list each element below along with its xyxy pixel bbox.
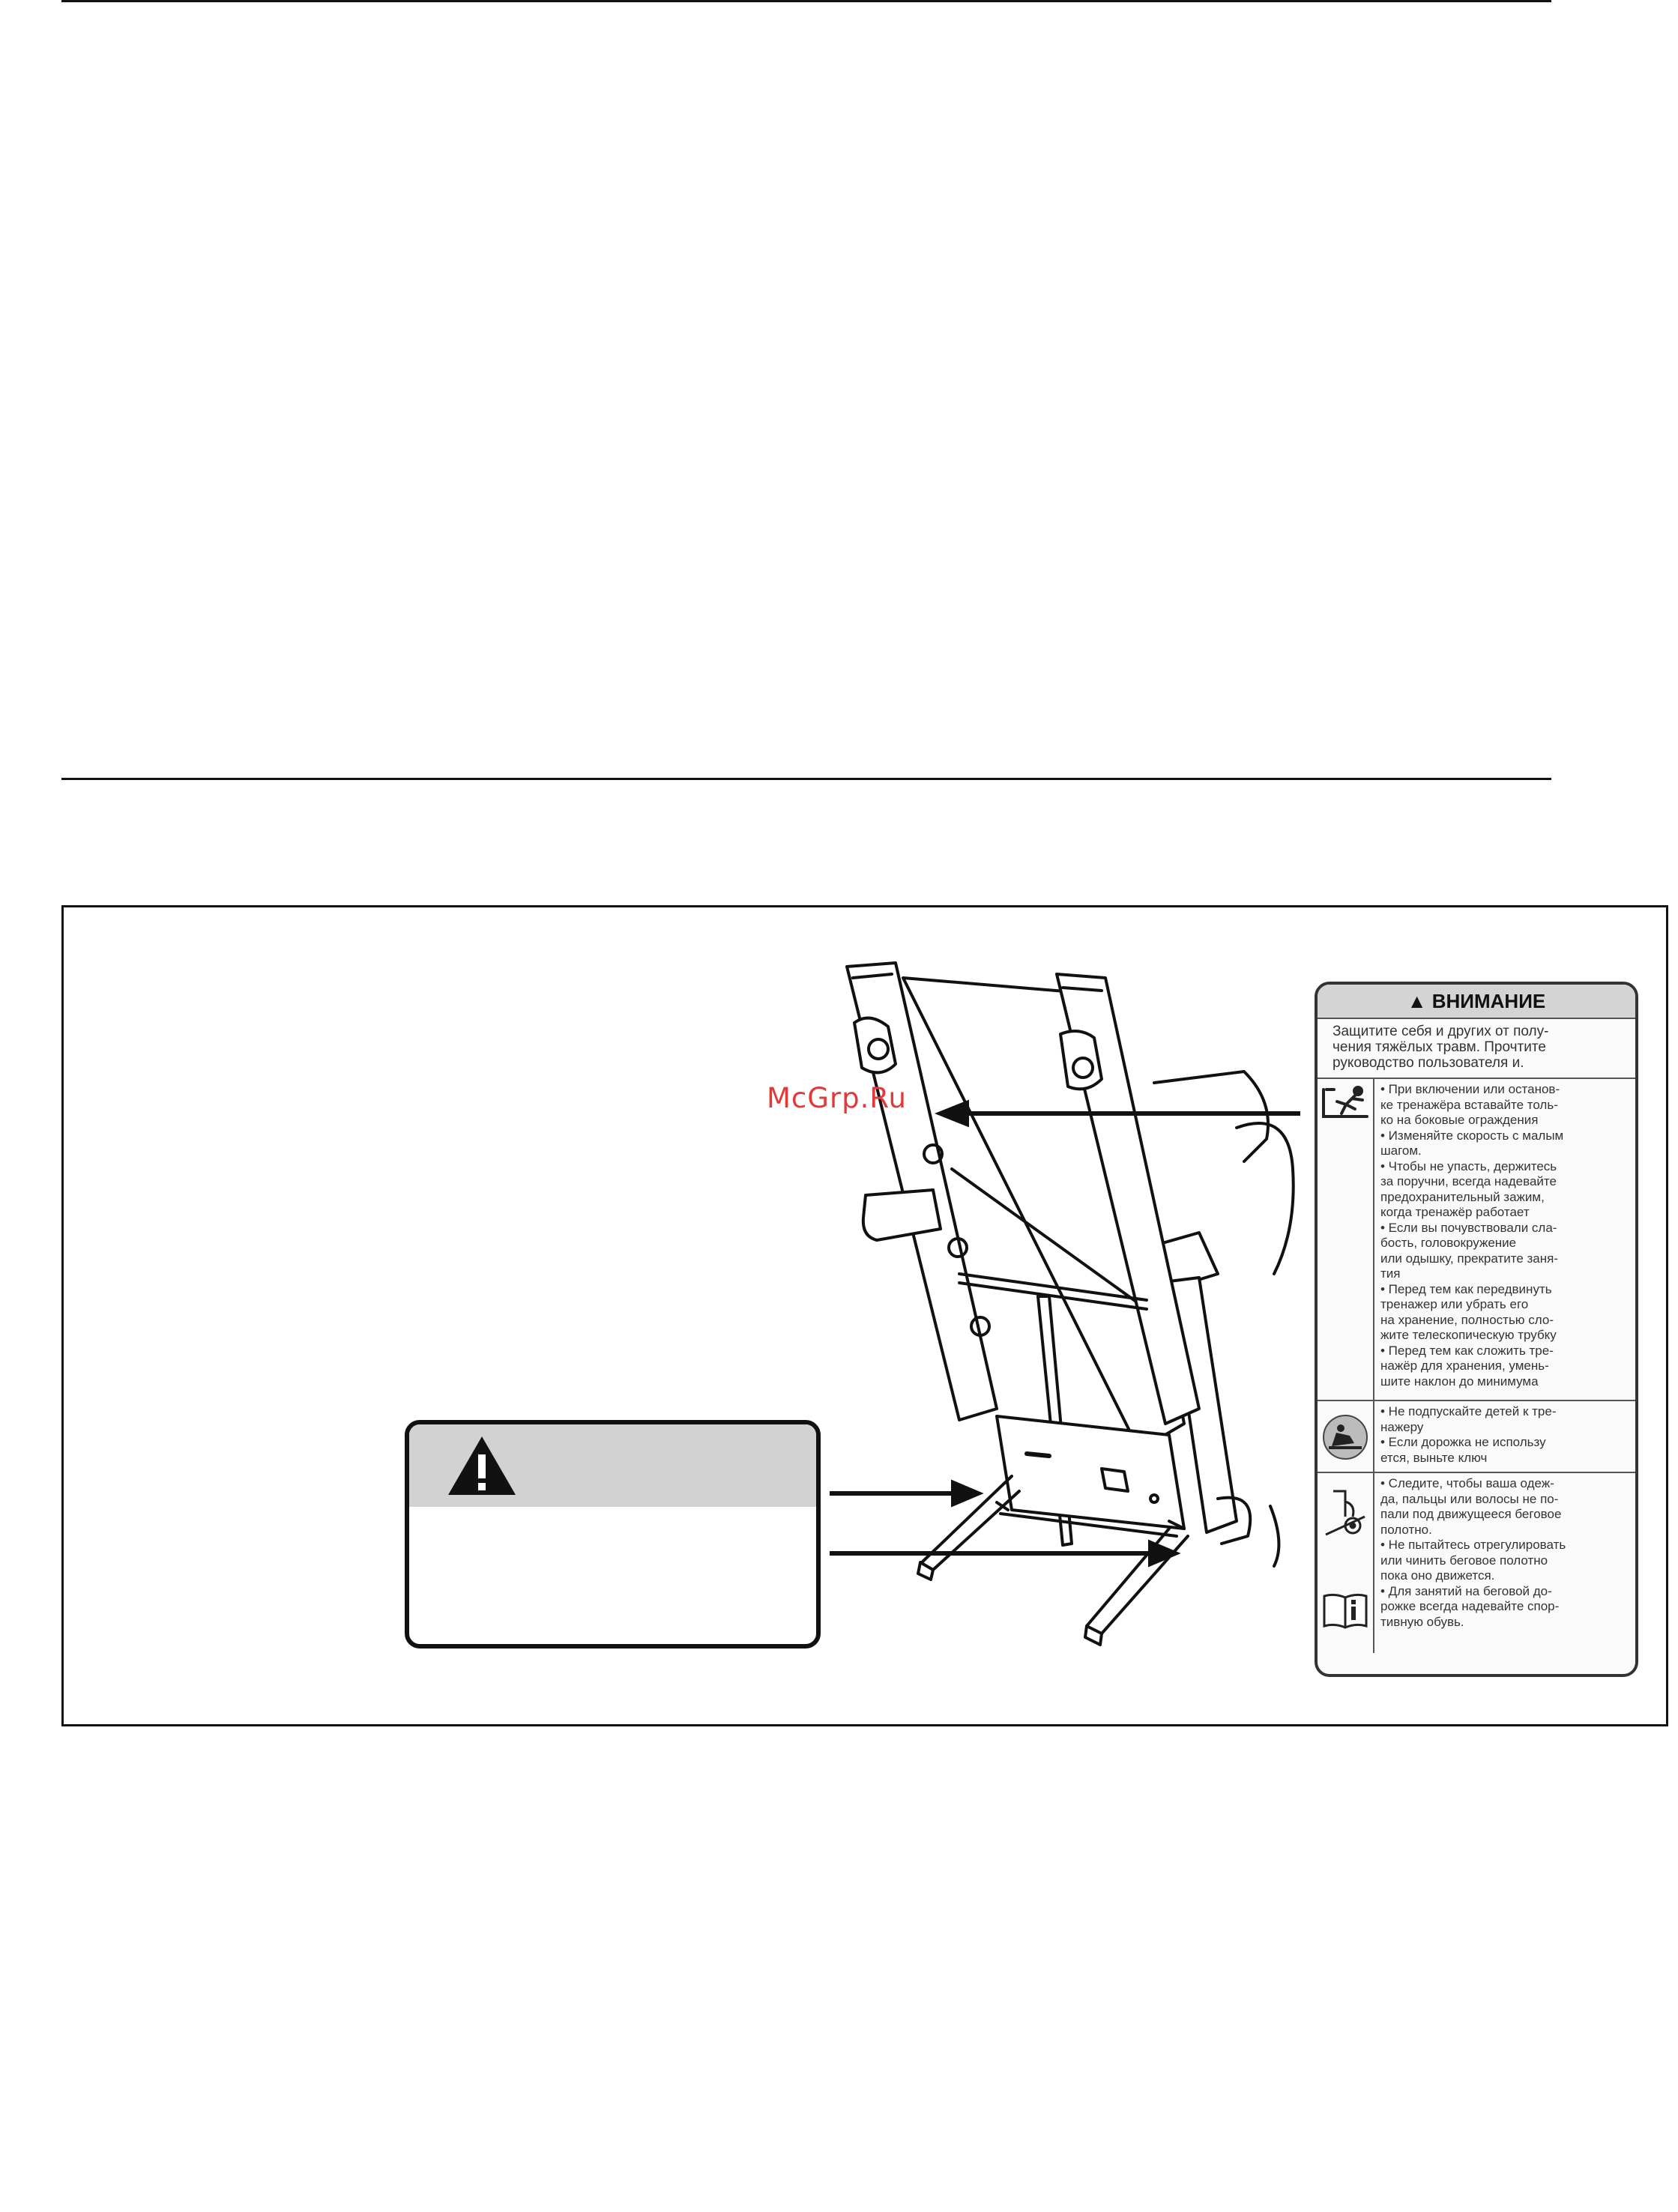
- decal-section-text: • Не подпускайте детей к тре- нажеру • Е…: [1380, 1404, 1557, 1465]
- decal-section-safety: • При включении или останов- ке тренажёр…: [1318, 1079, 1635, 1401]
- decal-section-text: • Следите, чтобы ваша одеж- да, пальцы и…: [1380, 1476, 1566, 1629]
- decal-intro-line: Защитите себя и других от полу-: [1333, 1024, 1549, 1039]
- watermark: McGrp.Ru: [767, 1082, 907, 1114]
- top-rule: [61, 0, 1551, 2]
- decal-section-text: • При включении или останов- ке тренажёр…: [1380, 1082, 1564, 1388]
- decal-header: ▲ ВНИМАНИЕ: [1318, 985, 1635, 1019]
- warning-sticker-header: [409, 1424, 816, 1507]
- warning-sticker-blank: [405, 1420, 821, 1649]
- child-hazard-icon: [1323, 1415, 1368, 1460]
- warning-triangle-icon: [448, 1436, 516, 1495]
- decal-intro-line: руководство пользователя и.: [1333, 1055, 1524, 1071]
- decal-section-clothing: • Следите, чтобы ваша одеж- да, пальцы и…: [1318, 1473, 1635, 1653]
- entanglement-icon: [1325, 1490, 1365, 1536]
- warning-decal: ▲ ВНИМАНИЕ Защитите себя и других от пол…: [1315, 982, 1638, 1677]
- decal-section-children: • Не подпускайте детей к тре- нажеру • Е…: [1318, 1401, 1635, 1473]
- manual-book-icon: [1323, 1593, 1368, 1629]
- decal-intro-line: чения тяжёлых травм. Прочтите: [1333, 1039, 1546, 1055]
- section-rule: [61, 778, 1551, 780]
- falling-person-icon: [1322, 1086, 1368, 1118]
- decal-intro: Защитите себя и других от полу- чения тя…: [1318, 1019, 1635, 1079]
